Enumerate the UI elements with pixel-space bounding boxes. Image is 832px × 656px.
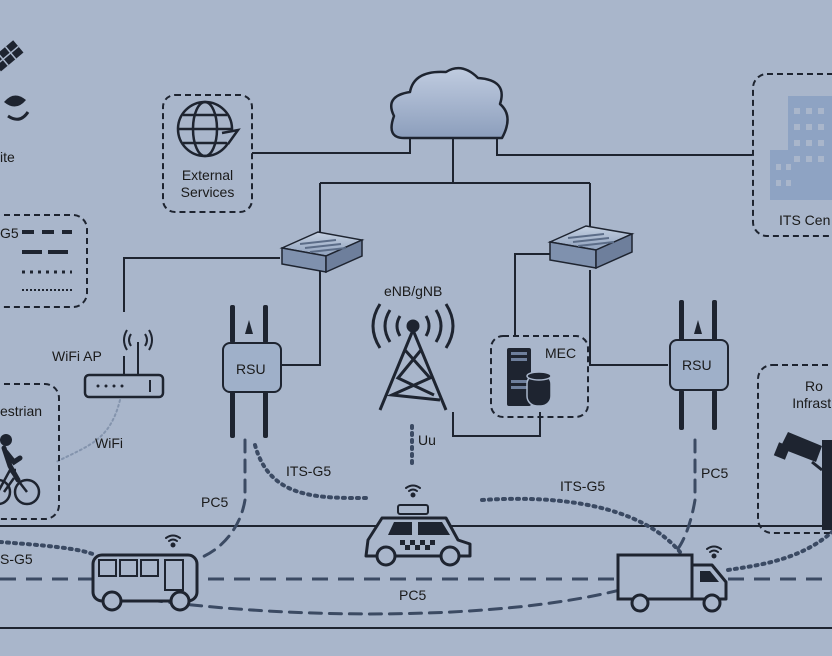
wifi-label: WiFi: [95, 435, 123, 451]
its-g5-center-label: ITS-G5: [286, 463, 332, 479]
antenna-icon: [222, 305, 282, 438]
uu-label: Uu: [418, 432, 436, 448]
cyclist-icon: [0, 434, 41, 506]
taxi-icon: [364, 504, 472, 567]
pc5-left-label: PC5: [201, 494, 229, 510]
switch-icon: [279, 231, 365, 274]
building-icon: [770, 96, 832, 200]
rsu-left-label: RSU: [236, 361, 266, 377]
server-icon: [507, 348, 552, 407]
cloud-icon: [390, 66, 509, 140]
switch-icon: [547, 225, 635, 270]
road-infra-link: [726, 530, 832, 572]
its-center-label: ITS Cen: [779, 212, 831, 228]
wifi-ap-label: WiFi AP: [52, 348, 102, 364]
legend-box: [0, 214, 88, 308]
external-services-line2: Services: [180, 184, 235, 200]
external-services-line1: External: [181, 167, 234, 183]
pc5-link-left: [198, 438, 247, 560]
globe-icon: [176, 100, 241, 158]
road-infra-line1: Ro: [805, 378, 823, 394]
wireless-links: [0, 399, 832, 616]
rsu-right-label: RSU: [682, 357, 712, 373]
satellite-icon: [0, 40, 30, 121]
bus-icon: [91, 553, 199, 612]
legend-samples: [22, 230, 72, 291]
wifi-link: [55, 399, 121, 463]
pc5-bottom-label: PC5: [399, 587, 427, 603]
pedestrian-label: estrian: [0, 403, 43, 419]
router-icon: [83, 329, 165, 399]
wifi-signal-icon: [165, 484, 722, 559]
cell-tower-icon: [371, 303, 455, 411]
enb-label: eNB/gNB: [384, 283, 443, 299]
external-services-label: External Services: [163, 167, 252, 201]
antenna-icon: [669, 300, 729, 430]
external-services-box: [162, 94, 253, 213]
its-g5-link-left: [0, 540, 97, 557]
its-g5-link-right: [480, 496, 682, 554]
pc5-link-bottom: [148, 588, 622, 616]
mec-label: MEC: [545, 345, 577, 361]
its-center-box: [752, 73, 832, 237]
mec-box: [490, 335, 589, 418]
pc5-right-label: PC5: [701, 465, 729, 481]
satellite-label: ite: [0, 149, 15, 165]
its-g5-link-center: [253, 443, 372, 501]
road-infra-box: [757, 364, 832, 534]
its-g5-right-label: ITS-G5: [560, 478, 606, 494]
camera-icon: [773, 432, 832, 530]
its-g5-left-label: S-G5: [0, 551, 33, 567]
truck-icon: [616, 553, 728, 613]
pedestrian-box: [0, 383, 60, 520]
legend-label: G5: [0, 225, 19, 241]
road-infra-label: Ro Infrastr: [784, 378, 832, 412]
road-infra-line2: Infrastr: [792, 395, 832, 411]
pc5-link-right: [673, 438, 697, 554]
